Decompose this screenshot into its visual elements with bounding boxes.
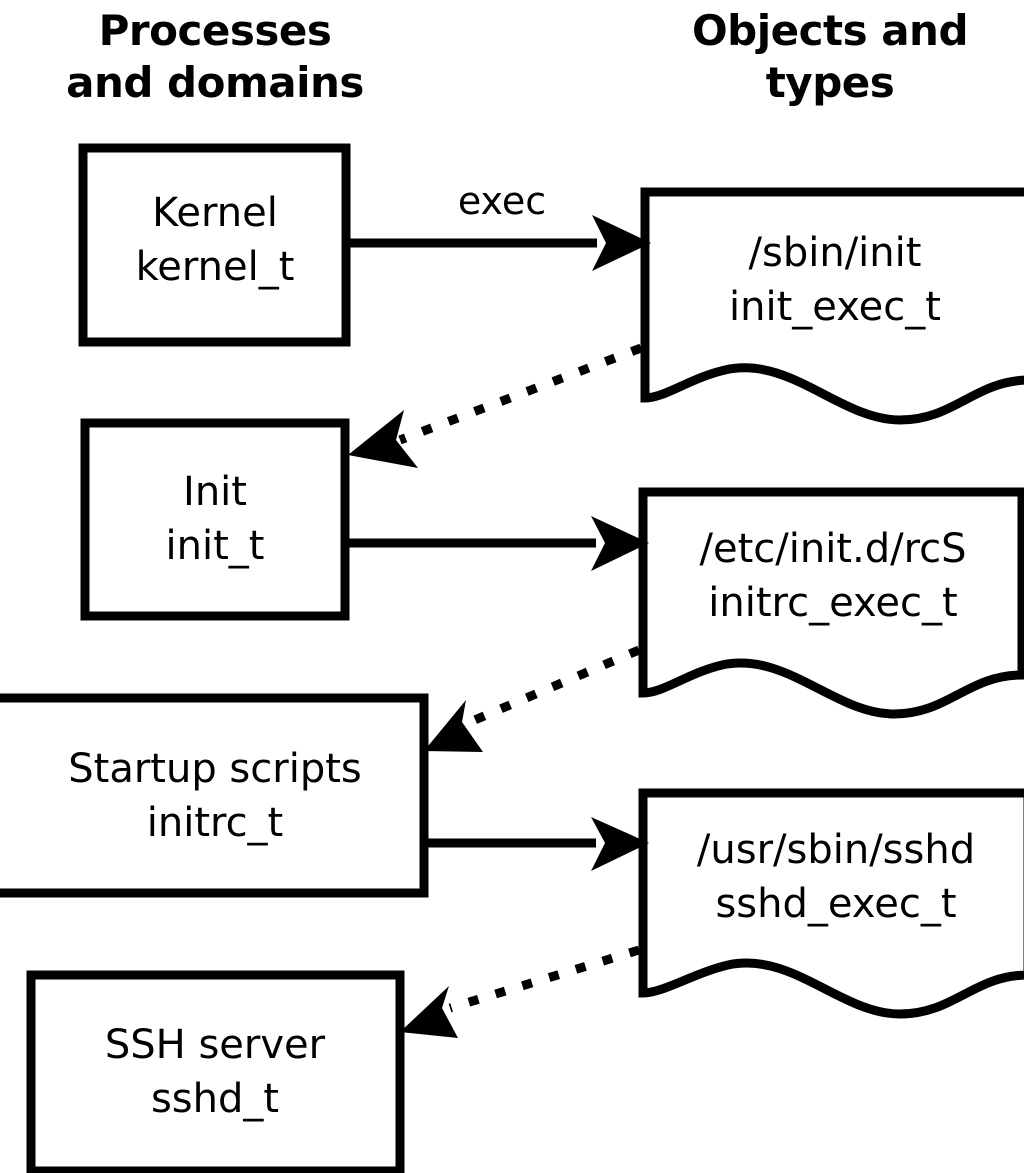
objects-header-line1: Objects and: [692, 6, 968, 55]
object-node-init-exec-type: init_exec_t: [729, 284, 941, 330]
column-header-processes: Processes and domains: [66, 6, 364, 107]
arrow-head-sshd-transition: [400, 986, 458, 1038]
edge-kernel-exec-init-exec[interactable]: exec: [346, 179, 651, 271]
process-node-initrc-type: initrc_t: [147, 800, 284, 846]
edge-initrc-exec-sshd-exec[interactable]: [424, 817, 649, 871]
arrow-head-kernel-exec: [592, 215, 651, 271]
process-node-sshd-type: sshd_t: [151, 1076, 279, 1122]
processes-header-line2: and domains: [66, 58, 364, 107]
document-shape-sshd-exec: [638, 788, 1024, 1019]
box-shape-sshd: [26, 970, 405, 1173]
process-node-init[interactable]: Init init_t: [80, 418, 350, 621]
process-node-init-name: Init: [183, 469, 247, 515]
process-node-initrc[interactable]: Startup scripts initrc_t: [0, 693, 429, 898]
objects-header-line2: types: [766, 58, 895, 107]
edge-init-exec-initrc-exec[interactable]: [345, 516, 649, 571]
process-node-initrc-name: Startup scripts: [68, 746, 361, 792]
arrow-head-initrc-transition: [424, 700, 483, 752]
box-shape-init: [80, 418, 350, 621]
object-node-init-exec-path: /sbin/init: [749, 230, 922, 276]
processes-header-line1: Processes: [99, 6, 332, 55]
object-node-initrc-exec-type: initrc_exec_t: [708, 580, 957, 626]
object-node-sshd-exec-path: /usr/sbin/sshd: [697, 827, 975, 873]
object-node-sshd-exec-type: sshd_exec_t: [715, 881, 956, 927]
object-node-sshd-exec[interactable]: /usr/sbin/sshd sshd_exec_t: [638, 788, 1024, 1019]
document-shape-init-exec: [640, 187, 1024, 425]
document-shape-initrc-exec: [638, 487, 1024, 719]
edge-line-init-transition: [398, 343, 643, 445]
process-node-kernel-name: Kernel: [152, 190, 278, 236]
box-shape-kernel: [78, 143, 351, 347]
process-node-kernel[interactable]: Kernel kernel_t: [78, 143, 351, 347]
object-node-init-exec[interactable]: /sbin/init init_exec_t: [640, 187, 1024, 425]
object-node-initrc-exec-path: /etc/init.d/rcS: [699, 526, 966, 572]
process-node-init-type: init_t: [166, 523, 265, 569]
edge-init-exec-transition-init[interactable]: [348, 343, 643, 468]
edge-sshd-exec-transition-sshd[interactable]: [400, 945, 641, 1038]
edge-line-sshd-transition: [448, 945, 641, 1013]
arrow-head-init-transition: [348, 410, 418, 468]
arrow-head-init-exec: [591, 516, 649, 571]
edge-line-initrc-transition: [468, 645, 641, 727]
box-shape-initrc: [0, 693, 429, 898]
process-node-kernel-type: kernel_t: [136, 244, 295, 290]
edge-label-exec: exec: [458, 179, 546, 223]
object-node-initrc-exec[interactable]: /etc/init.d/rcS initrc_exec_t: [638, 487, 1024, 719]
process-node-sshd-name: SSH server: [105, 1022, 326, 1068]
arrow-head-initrc-exec: [591, 817, 649, 871]
column-header-objects: Objects and types: [692, 6, 969, 107]
edge-initrc-exec-transition-initrc[interactable]: [424, 645, 641, 752]
process-node-sshd[interactable]: SSH server sshd_t: [26, 970, 405, 1173]
